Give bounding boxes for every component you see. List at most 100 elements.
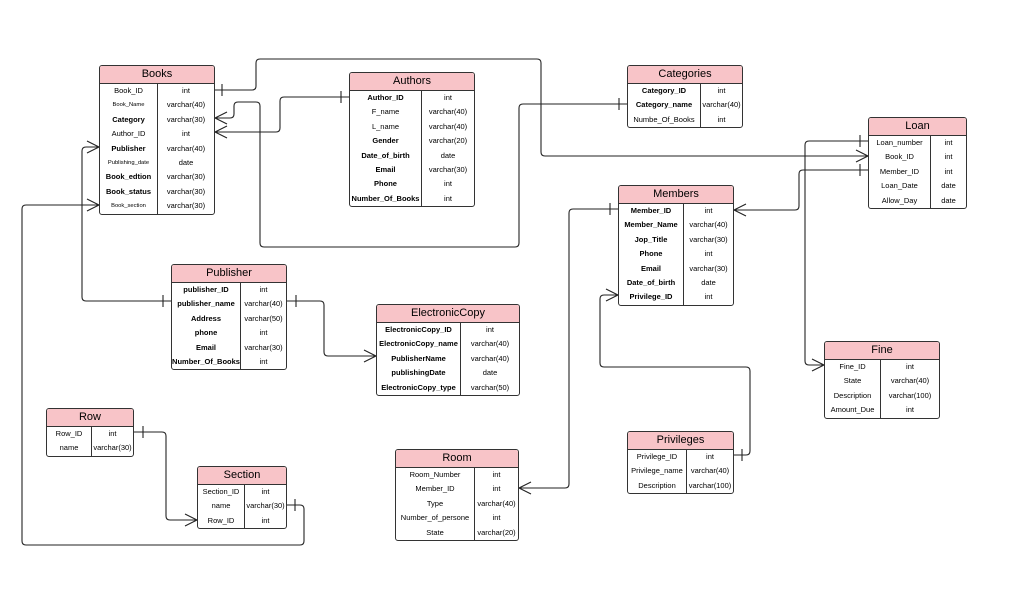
attribute-type: varchar(40): [428, 107, 468, 117]
attribute-row: Book_status varchar(30): [100, 184, 214, 200]
rel-row-section: [134, 431, 197, 521]
attribute-row: Privilege_ID int: [628, 450, 733, 465]
attribute-name: Member_ID: [396, 482, 475, 497]
attribute-name: Member_ID: [619, 204, 684, 219]
attribute-type: int: [182, 129, 190, 139]
attribute-type: varchar(40): [166, 143, 206, 153]
attribute-name: Loan_Date: [869, 179, 931, 194]
attribute-name: Description: [825, 388, 881, 404]
rel-books-section: [21, 204, 305, 546]
attribute-row: ElectronicCopy_ID int: [377, 323, 519, 338]
attribute-type: int: [486, 325, 494, 334]
attribute-name: Jop_Title: [619, 232, 684, 248]
attribute-type: int: [444, 179, 452, 189]
attribute-type: date: [482, 368, 498, 378]
attribute-row: Book_edtion varchar(30): [100, 170, 214, 185]
entity-title: Authors: [350, 73, 474, 91]
attribute-type: int: [492, 470, 501, 479]
attribute-row: publisher_ID int: [172, 283, 286, 298]
attribute-name: Phone: [350, 177, 422, 192]
entity-title: Fine: [825, 342, 939, 360]
attribute-name: Section_ID: [198, 485, 245, 500]
rel-room-members: [519, 208, 618, 489]
rel-loan-fine: [804, 140, 868, 366]
attribute-name: Book_section: [100, 199, 158, 214]
attribute-name: Book_status: [100, 184, 158, 200]
attribute-name: ElectronicCopy_ID: [377, 323, 461, 338]
attribute-name: name: [47, 441, 92, 456]
attribute-name: Email: [172, 340, 241, 355]
attribute-type: varchar(30): [166, 114, 206, 124]
attribute-name: publishingDate: [377, 366, 461, 381]
attribute-type: int: [706, 452, 714, 461]
attribute-row: Category varchar(30): [100, 112, 214, 128]
attribute-type: varchar(40): [428, 121, 468, 131]
attribute-type: int: [261, 515, 270, 525]
attribute-name: Book_edtion: [100, 170, 158, 185]
attribute-name: Phone: [619, 247, 684, 262]
attribute-type: int: [717, 114, 726, 124]
attribute-type: varchar(30): [689, 234, 728, 244]
attribute-type: varchar(40): [166, 100, 206, 110]
attribute-type: int: [944, 152, 953, 162]
attribute-type: int: [259, 285, 268, 294]
entity-title: Privileges: [628, 432, 733, 450]
attribute-name: Row_ID: [198, 513, 245, 529]
attribute-name: Privilege_ID: [628, 450, 687, 465]
attribute-type: varchar(40): [690, 466, 730, 476]
attribute-type: int: [704, 206, 713, 215]
attribute-name: publisher_ID: [172, 283, 241, 298]
attribute-type: int: [944, 166, 953, 176]
attribute-type: varchar(40): [702, 100, 741, 110]
attribute-name: Category: [100, 112, 158, 128]
attribute-type: varchar(30): [689, 263, 728, 273]
attribute-name: PublisherName: [377, 351, 461, 367]
attribute-type: varchar(30): [428, 164, 468, 174]
attribute-type: varchar(30): [166, 186, 206, 196]
attribute-name: Amount_Due: [825, 403, 881, 418]
attribute-type: date: [941, 181, 956, 191]
attribute-row: Row_ID int: [198, 513, 286, 529]
attribute-name: publisher_name: [172, 297, 241, 312]
attribute-name: Allow_Day: [869, 193, 931, 208]
attribute-row: Member_ID int: [619, 204, 733, 219]
attribute-row: publishingDate date: [377, 366, 519, 381]
attribute-name: State: [396, 525, 475, 540]
attribute-type: int: [444, 193, 452, 203]
entity-title: Books: [100, 66, 214, 84]
rel-books-categories: [215, 101, 627, 248]
attribute-row: Book_ID int: [869, 150, 966, 165]
rel-books-categories-many: [213, 111, 228, 125]
attribute-type: varchar(20): [477, 527, 516, 537]
attribute-type: varchar(30): [166, 172, 206, 182]
attribute-type: varchar(30): [246, 501, 285, 511]
attribute-name: Book_ID: [869, 150, 931, 165]
attribute-type: varchar(30): [93, 443, 132, 453]
attribute-name: Loan_number: [869, 136, 931, 151]
